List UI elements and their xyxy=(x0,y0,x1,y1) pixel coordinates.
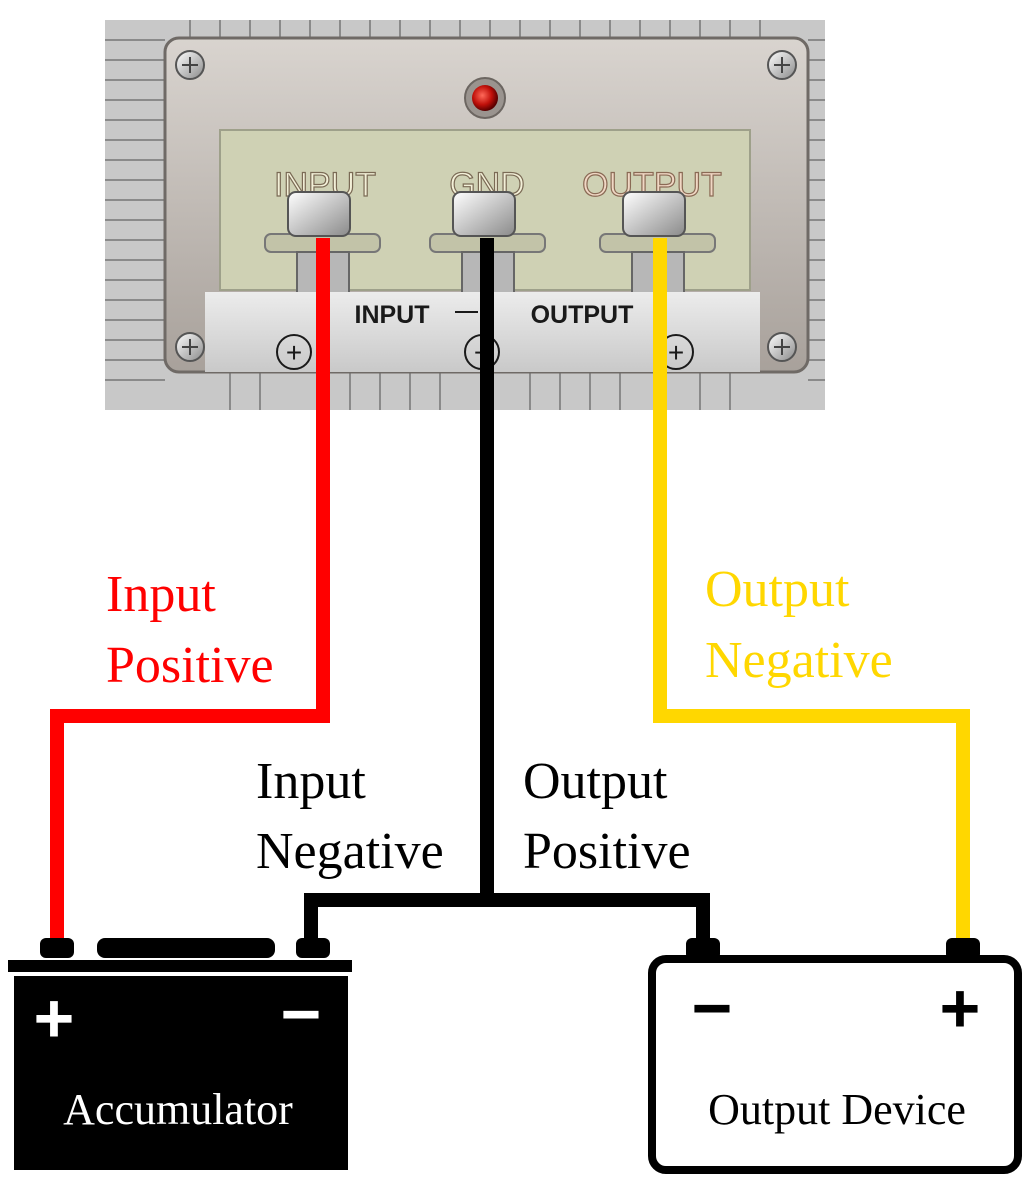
accumulator-label: Accumulator xyxy=(63,1085,293,1134)
accumulator-plus-symbol: + xyxy=(34,979,75,1057)
svg-text:Positive: Positive xyxy=(106,637,274,694)
label-input-positive: Input Positive xyxy=(106,566,274,694)
svg-text:Input: Input xyxy=(106,566,216,623)
wire-output-positive xyxy=(487,893,710,944)
output-device-label: Output Device xyxy=(708,1085,966,1134)
corner-screw xyxy=(175,50,205,80)
output-device-plus-symbol: + xyxy=(940,969,981,1047)
wire-input-positive xyxy=(50,238,330,944)
polarity-mark-input: + xyxy=(276,334,312,370)
svg-text:Negative: Negative xyxy=(705,632,893,689)
wire-input-negative xyxy=(304,893,487,944)
svg-text:Output: Output xyxy=(523,753,668,810)
wire-output-negative xyxy=(653,238,970,944)
led-indicator xyxy=(464,77,506,119)
strip-label-output: OUTPUT xyxy=(531,301,634,329)
corner-screw xyxy=(767,332,797,362)
corner-screw xyxy=(767,50,797,80)
corner-screw xyxy=(175,332,205,362)
accumulator-battery: + − Accumulator xyxy=(8,938,352,1170)
svg-text:Positive: Positive xyxy=(523,823,691,880)
dc-converter: INPUT GND OUTPUT INPUT OUTPUT + xyxy=(105,20,825,410)
svg-text:+: + xyxy=(286,337,302,368)
label-output-positive: Output Positive xyxy=(523,753,691,880)
label-input-negative: Input Negative xyxy=(256,753,444,880)
svg-text:Output: Output xyxy=(705,561,850,618)
terminal-stud-output xyxy=(599,191,716,299)
svg-text:+: + xyxy=(668,337,684,368)
accumulator-minus-symbol: − xyxy=(281,975,322,1053)
output-device: − + Output Device xyxy=(648,938,1022,1174)
output-device-minus-symbol: − xyxy=(692,969,733,1047)
svg-text:Negative: Negative xyxy=(256,823,444,880)
svg-text:Input: Input xyxy=(256,753,366,810)
label-output-negative: Output Negative xyxy=(705,561,893,689)
strip-label-input: INPUT xyxy=(355,301,430,329)
